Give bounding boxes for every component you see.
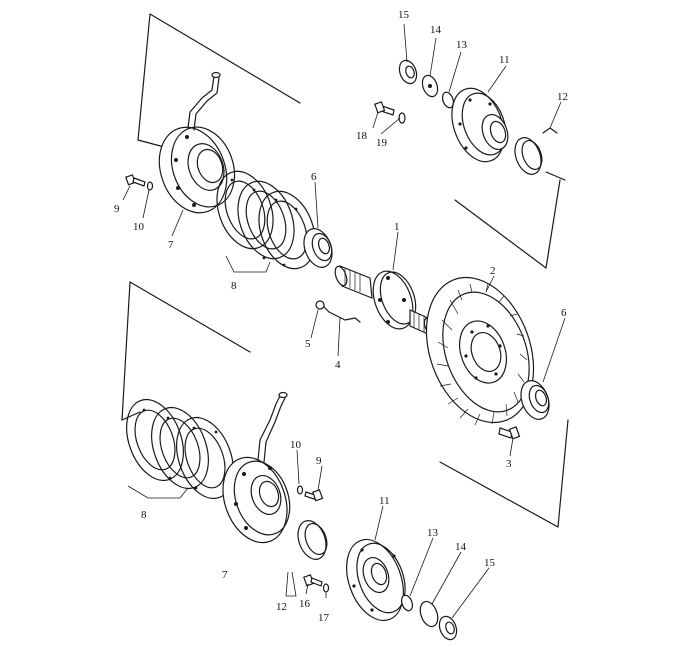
leader-lines	[122, 23, 566, 619]
lock-plate-and-nut	[315, 300, 361, 323]
callout-17: 17	[318, 612, 330, 624]
callout-8-brackets	[127, 255, 297, 597]
callout-15-lower: 15	[484, 557, 496, 569]
callout-10-upper: 10	[133, 221, 145, 233]
gear-bolt	[498, 426, 521, 440]
callout-13-lower: 13	[427, 527, 439, 539]
callout-5: 5	[305, 338, 311, 350]
guide-lines	[121, 13, 569, 528]
bolt-washer-lower	[296, 485, 324, 502]
callout-6-right: 6	[561, 307, 567, 319]
callout-7-lower: 7	[222, 569, 228, 581]
callout-1: 1	[394, 221, 400, 233]
callout-11-lower: 11	[379, 495, 390, 507]
upper-right-assembly	[374, 59, 543, 175]
callout-9-upper: 9	[114, 203, 120, 215]
callout-7-upper: 7	[168, 239, 174, 251]
callout-11-upper: 11	[499, 54, 510, 66]
callout-4: 4	[335, 359, 341, 371]
callout-14-lower: 14	[455, 541, 467, 553]
callout-12-upper: 12	[557, 91, 568, 103]
bearing-housing-lower	[222, 391, 291, 544]
callout-16: 16	[299, 598, 311, 610]
callout-10-lower: 10	[290, 439, 302, 451]
callout-labels: 15 14 13 11 12 18 19 9 10 7 6 8 1 2 6 5 …	[114, 9, 568, 624]
callout-6-upper: 6	[311, 171, 317, 183]
callout-9-lower: 9	[316, 455, 322, 467]
callout-3: 3	[506, 458, 512, 470]
bearing-lower-right	[520, 380, 550, 420]
callout-8-upper: 8	[231, 280, 237, 292]
callout-18: 18	[356, 130, 368, 142]
shims-upper	[216, 170, 316, 270]
callout-19: 19	[376, 137, 388, 149]
callout-8-lower: 8	[141, 509, 147, 521]
bearing-upper	[303, 228, 333, 268]
callout-13-upper: 13	[456, 39, 468, 51]
crown-gear	[425, 276, 535, 426]
bolt-washer-upper	[125, 174, 154, 191]
pinion-shaft	[334, 265, 435, 335]
callout-15-upper: 15	[398, 9, 410, 21]
shims-lower	[126, 398, 234, 500]
callout-14-upper: 14	[430, 24, 442, 36]
callout-2: 2	[490, 265, 496, 277]
callout-12-lower: 12	[276, 601, 287, 613]
collar-lower	[297, 520, 328, 560]
lower-right-assembly	[303, 538, 458, 641]
bearing-housing-upper	[158, 71, 236, 214]
